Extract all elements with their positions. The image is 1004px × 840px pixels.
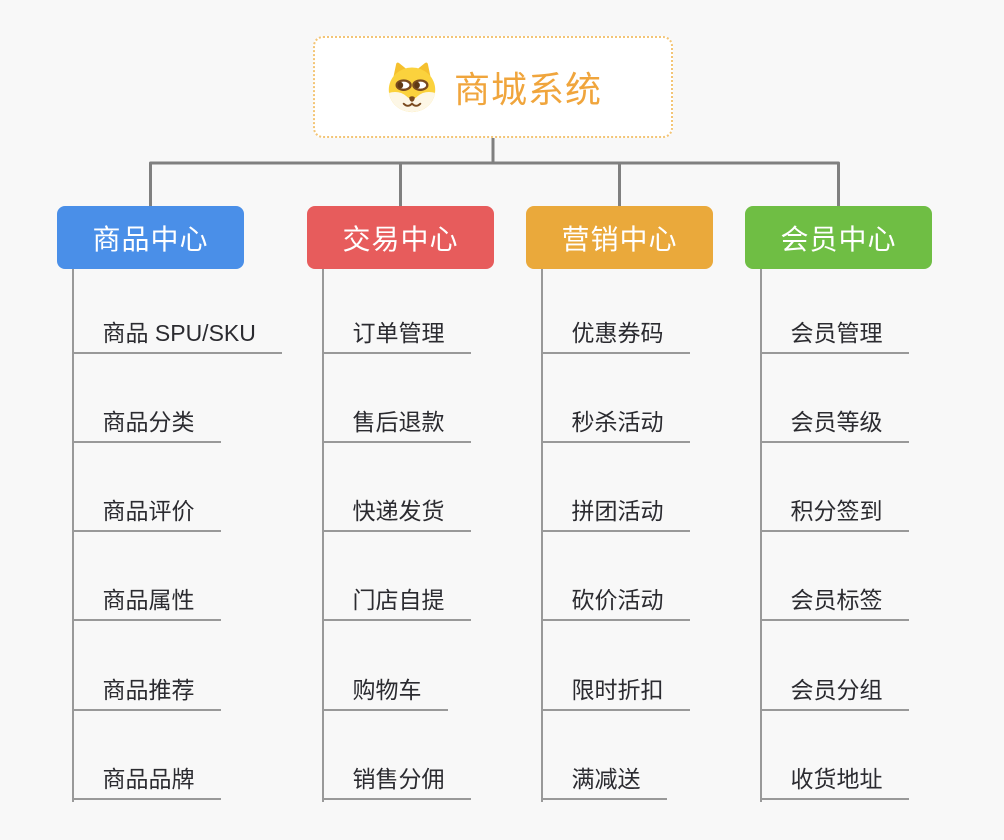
leaf-item-marketing-center-4[interactable]: 砍价活动 — [540, 581, 690, 621]
branch-node-product-center[interactable]: 商品中心 — [57, 206, 244, 269]
branch-node-trade-center[interactable]: 交易中心 — [307, 206, 494, 269]
branch-label: 会员中心 — [780, 223, 897, 255]
branch-node-member-center[interactable]: 会员中心 — [745, 206, 932, 269]
leaf-item-trade-center-2[interactable]: 售后退款 — [321, 403, 471, 443]
leaf-item-marketing-center-5[interactable]: 限时折扣 — [540, 671, 690, 711]
branch-trunk-line — [759, 269, 762, 802]
leaf-item-trade-center-3[interactable]: 快递发货 — [321, 492, 471, 532]
leaf-item-product-center-4[interactable]: 商品属性 — [71, 581, 221, 621]
branch-label: 营销中心 — [561, 223, 678, 255]
leaf-item-trade-center-1[interactable]: 订单管理 — [321, 314, 471, 354]
branch-trunk-line — [71, 269, 74, 802]
leaf-item-product-center-5[interactable]: 商品推荐 — [71, 671, 221, 711]
leaf-item-trade-center-4[interactable]: 门店自提 — [321, 581, 471, 621]
leaf-item-member-center-5[interactable]: 会员分组 — [759, 671, 909, 711]
leaf-item-marketing-center-1[interactable]: 优惠券码 — [540, 314, 690, 354]
root-title: 商城系统 — [453, 69, 602, 110]
root-node[interactable]: 商城系统 — [313, 36, 673, 138]
leaf-item-marketing-center-2[interactable]: 秒杀活动 — [540, 403, 690, 443]
leaf-item-trade-center-5[interactable]: 购物车 — [321, 671, 448, 711]
leaf-item-marketing-center-3[interactable]: 拼团活动 — [540, 492, 690, 532]
branch-label: 交易中心 — [342, 223, 459, 255]
leaf-item-member-center-3[interactable]: 积分签到 — [759, 492, 909, 532]
leaf-item-member-center-4[interactable]: 会员标签 — [759, 581, 909, 621]
leaf-item-product-center-2[interactable]: 商品分类 — [71, 403, 221, 443]
branch-node-marketing-center[interactable]: 营销中心 — [526, 206, 713, 269]
leaf-item-member-center-2[interactable]: 会员等级 — [759, 403, 909, 443]
branch-trunk-line — [540, 269, 543, 802]
leaf-item-trade-center-6[interactable]: 销售分佣 — [321, 760, 471, 800]
dog-face-icon — [384, 61, 440, 113]
leaf-item-product-center-6[interactable]: 商品品牌 — [71, 760, 221, 800]
branch-trunk-line — [321, 269, 324, 802]
leaf-item-marketing-center-6[interactable]: 满减送 — [540, 760, 667, 800]
leaf-item-member-center-6[interactable]: 收货地址 — [759, 760, 909, 800]
leaf-item-product-center-1[interactable]: 商品 SPU/SKU — [71, 314, 282, 354]
tree-connector-path — [149, 138, 840, 208]
leaf-item-product-center-3[interactable]: 商品评价 — [71, 492, 221, 532]
leaf-item-member-center-1[interactable]: 会员管理 — [759, 314, 909, 354]
branch-label: 商品中心 — [92, 223, 209, 255]
